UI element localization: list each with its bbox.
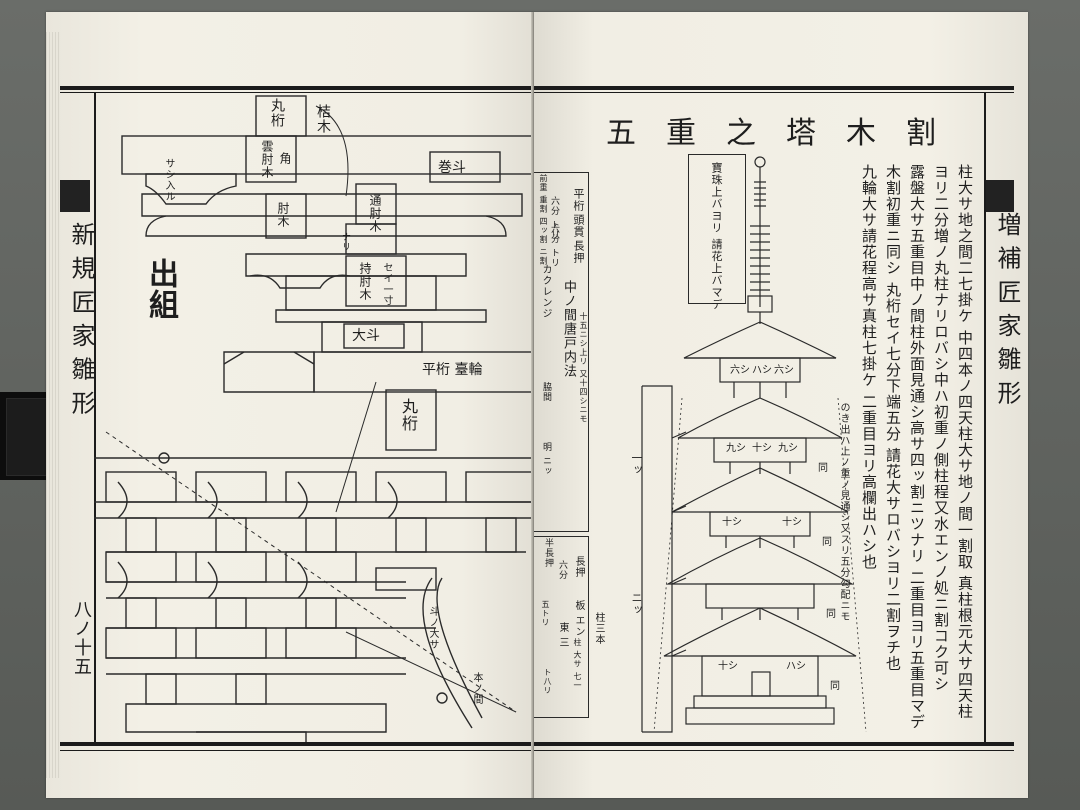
label-hira-keta: 平桁 臺輪: [422, 362, 483, 378]
margin-rule-left: [94, 92, 96, 742]
lower-row-3: 六分: [557, 560, 567, 580]
text-column-2: ヨリ二分増ノ丸柱ナリロバシ中ハ初重ノ側柱程又水エンノ処ニ割コク可シ: [932, 164, 950, 692]
text-column-4: 木割初重ニ同シ 丸桁セイ七分下端五分 請花大サロバシヨリ二割ヲチ也: [884, 164, 902, 672]
ground-label: ニッ: [630, 592, 643, 616]
label-dim-b: セイ一寸: [381, 262, 392, 306]
tier-mark-8: 十シ: [782, 517, 802, 528]
pagoda-diagram: [641, 156, 867, 733]
open-book: 新 規 匠 家 雛 形 八ノ十五 出組: [46, 12, 1028, 798]
lower-row-4: 東 三: [557, 622, 568, 649]
tier-mark-2: ハシ: [752, 365, 772, 376]
top-rule-right-thin: [534, 92, 1014, 93]
spec-col-4: 脇間: [541, 382, 551, 402]
bottom-rule-left-thin: [60, 750, 534, 751]
finial-note: 寶珠上バヨリ 請花上バマデ: [710, 162, 723, 311]
lower-row-1: 長押: [573, 556, 584, 578]
spine-band-left: [60, 180, 90, 212]
label-side-note: サシ入ル: [163, 158, 174, 202]
bracket-diagram: [94, 95, 534, 742]
page-title: 五重之塔木割: [606, 116, 966, 151]
tier-mark-1: 六シ: [730, 365, 750, 376]
section-heading: 出組: [143, 258, 178, 320]
spec-col-2: 六分 トリ: [549, 224, 559, 268]
page-edge-left: [46, 32, 60, 778]
label-misaki: 本ノ間: [471, 672, 482, 705]
spec-row-4: 中ノ間唐戸内法: [561, 280, 576, 378]
spine-title-left: 新 規 匠 家 雛 形: [67, 222, 95, 416]
text-column-1: 柱大サ地之間二七掛ケ 中四本ノ四天柱大サ地ノ間一割取 真柱根元大サ四天柱: [956, 164, 974, 720]
label-hijiki: 肘木: [276, 202, 290, 228]
spine-band-right: [986, 180, 1014, 212]
lower-extra-1: 五トリ: [541, 600, 550, 627]
label-kata-hijiki: 持肘木: [358, 262, 372, 301]
right-page: 増 補 匠 家 雛 形 五重之塔木割 柱大サ地之間二七掛ケ 中四本ノ四天柱大サ地…: [534, 12, 1028, 798]
spec-table-header: 前重 重割 四ッ割 ニ割: [539, 174, 548, 266]
spec-table: [534, 172, 589, 532]
tier-mark-3: 六シ: [774, 365, 794, 376]
label-tayu: 斗ノ大サ: [427, 606, 438, 650]
spec-row-3: 長押: [572, 240, 585, 264]
lower-row-2: 板 エン: [573, 600, 584, 638]
margin-rule-right: [984, 92, 986, 742]
lower-table: [534, 536, 589, 718]
tier-mark-5: 十シ: [752, 443, 772, 454]
top-rule-right: [534, 86, 1014, 90]
tier-mark-9: 十シ: [718, 661, 738, 672]
bottom-rule-left: [60, 742, 534, 746]
page-number: 八ノ十五: [71, 600, 92, 676]
spec-row-5: 十五ニシ上リ 又十四シニモ: [579, 312, 588, 424]
side-mark-4: 同: [830, 681, 840, 692]
bottom-rule-right: [534, 742, 1014, 746]
side-mark-2: 同: [822, 537, 832, 548]
lower-row-5: 柱三本: [593, 612, 604, 645]
tier-mark-4: 九シ: [726, 443, 746, 454]
label-dim-a: ナリ: [340, 232, 350, 252]
tier-mark-6: 九シ: [778, 443, 798, 454]
tier-mark-7: 十シ: [722, 517, 742, 528]
top-rule-left: [60, 86, 534, 90]
side-mark-3: 同: [826, 609, 836, 620]
spec-row-1: 平桁: [572, 188, 585, 212]
spec-col-3: カクレンジ: [540, 264, 551, 319]
spec-col-1: 六分 トリ: [549, 196, 559, 240]
top-rule-left-thin: [60, 92, 534, 93]
label-maki-to: 巻斗: [438, 160, 466, 176]
tier-mark-10: ハシ: [786, 661, 806, 672]
label-tsuki-hijiki: 通肘木: [368, 194, 382, 233]
spine-title-right: 増 補 匠 家 雛 形: [993, 212, 1021, 406]
lower-extra-3: ト八リ: [543, 668, 552, 695]
left-page: 新 規 匠 家 雛 形 八ノ十五 出組: [46, 12, 534, 798]
text-column-3: 露盤大サ五重目中ノ間柱外面見通シ高サ四ッ割ニツナリ 二重目ヨリ五重目マデ: [908, 164, 926, 730]
side-mark-1: 同: [818, 463, 828, 474]
lower-header: 半長押: [543, 538, 553, 568]
text-column-5: 九輪大サ請花程高サ真柱七掛ケ 二重目ヨリ高欄出ハシ也: [860, 164, 878, 570]
lower-extra-2: 柱 大サ 七一: [573, 638, 582, 691]
bottom-rule-right-thin: [534, 750, 1014, 751]
spec-row-2: 頭貫: [572, 214, 585, 238]
label-maru-keta-mid: 丸桁: [399, 398, 418, 432]
label-maru-keta-top: 丸桁: [269, 98, 285, 128]
spec-col-5: 明 ニッ: [541, 442, 551, 476]
label-daito: 大斗: [352, 328, 380, 344]
label-hanegi: 桔木: [315, 104, 331, 134]
label-kaku: 角: [278, 152, 292, 165]
label-kumo-hijiki: 雲肘木: [260, 140, 274, 179]
finial-note-box: [688, 154, 746, 304]
ladder-label: 一ッ: [630, 452, 643, 476]
